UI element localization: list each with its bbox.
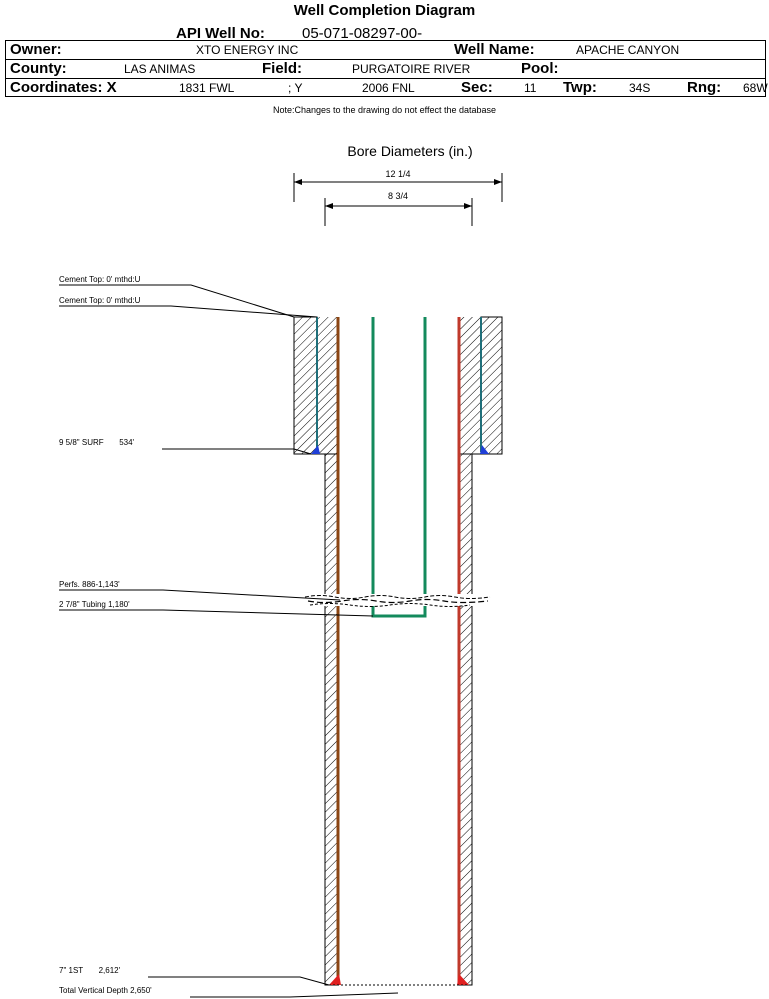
- twp-value: 34S: [629, 81, 651, 95]
- bore-size-label-2: 8 3/4: [388, 191, 408, 201]
- header-row-coordinates: Coordinates: X 1831 FWL ; Y 2006 FNL Sec…: [6, 79, 768, 98]
- tubing: [371, 317, 427, 618]
- production-shoe-right: [457, 974, 469, 985]
- svg-text:Perfs. 886-1,143': Perfs. 886-1,143': [59, 580, 120, 589]
- field-label: Field:: [262, 60, 302, 77]
- database-note: Note:Changes to the drawing do not effec…: [273, 105, 496, 115]
- diagram-title: Well Completion Diagram: [293, 2, 476, 19]
- well-name-value: APACHE CANYON: [576, 43, 680, 57]
- bore-dimension-12-25: 12 1/4: [293, 169, 503, 202]
- x-value: 1831 FWL: [179, 81, 235, 95]
- twp-label: Twp:: [563, 79, 597, 96]
- annotation-tubing: 2 7/8" Tubing 1,180': [59, 600, 374, 617]
- annotation-cement-top-2: Cement Top: 0' mthd:U: [59, 296, 318, 318]
- rng-label: Rng:: [687, 79, 722, 96]
- annotation-cement-top-1: Cement Top: 0' mthd:U: [59, 275, 295, 318]
- rng-value: 68W: [743, 81, 768, 95]
- api-row: API Well No: 05-071-08297-00-: [0, 24, 769, 42]
- bore-size-label-1: 12 1/4: [385, 169, 410, 179]
- bore-dimension-8-75: 8 3/4: [324, 191, 473, 226]
- api-label: API Well No:: [176, 25, 265, 42]
- county-value: LAS ANIMAS: [124, 62, 196, 76]
- annotation-surface-casing: 9 5/8" SURF 534': [59, 438, 312, 455]
- surface-shoe-right: [480, 445, 489, 454]
- owner-value: XTO ENERGY INC: [196, 43, 299, 57]
- bore-diameters-title: Bore Diameters (in.): [347, 143, 472, 159]
- surface-casing: [311, 317, 489, 454]
- perforation-zone: [304, 594, 492, 607]
- sec-value: 11: [524, 81, 537, 95]
- annotation-production-casing: 7" 1ST 2,612': [59, 966, 330, 986]
- y-label: ; Y: [288, 81, 303, 95]
- api-value: 05-071-08297-00-: [302, 25, 423, 42]
- header-row-county: County: LAS ANIMAS Field: PURGATOIRE RIV…: [6, 60, 765, 79]
- svg-text:Total Vertical Depth 2,650': Total Vertical Depth 2,650': [59, 986, 152, 995]
- production-shoe-left: [329, 974, 341, 985]
- owner-label: Owner:: [10, 41, 62, 58]
- well-name-label: Well Name:: [454, 41, 535, 58]
- svg-text:Cement Top: 0' mthd:U: Cement Top: 0' mthd:U: [59, 275, 141, 284]
- pool-label: Pool:: [521, 60, 559, 77]
- field-value: PURGATOIRE RIVER: [352, 62, 471, 76]
- sec-label: Sec:: [461, 79, 493, 96]
- header-table: Owner: XTO ENERGY INC Well Name: APACHE …: [5, 40, 768, 98]
- svg-text:2 7/8" Tubing 1,180': 2 7/8" Tubing 1,180': [59, 600, 130, 609]
- svg-text:9 5/8" SURF 534': 9 5/8" SURF 534': [59, 438, 135, 447]
- surface-cement: [293, 316, 503, 455]
- header-row-owner: Owner: XTO ENERGY INC Well Name: APACHE …: [6, 41, 765, 60]
- svg-text:7" 1ST 2,612': 7" 1ST 2,612': [59, 966, 121, 975]
- coordinates-label: Coordinates: X: [10, 79, 117, 96]
- y-value: 2006 FNL: [362, 81, 415, 95]
- production-cement: [324, 453, 473, 986]
- production-casing: [329, 317, 469, 985]
- annotation-perfs: Perfs. 886-1,143': [59, 580, 341, 601]
- county-label: County:: [10, 60, 67, 77]
- annotation-total-depth: Total Vertical Depth 2,650': [59, 986, 399, 998]
- surface-shoe-left: [311, 445, 320, 454]
- svg-text:Cement Top: 0' mthd:U: Cement Top: 0' mthd:U: [59, 296, 141, 305]
